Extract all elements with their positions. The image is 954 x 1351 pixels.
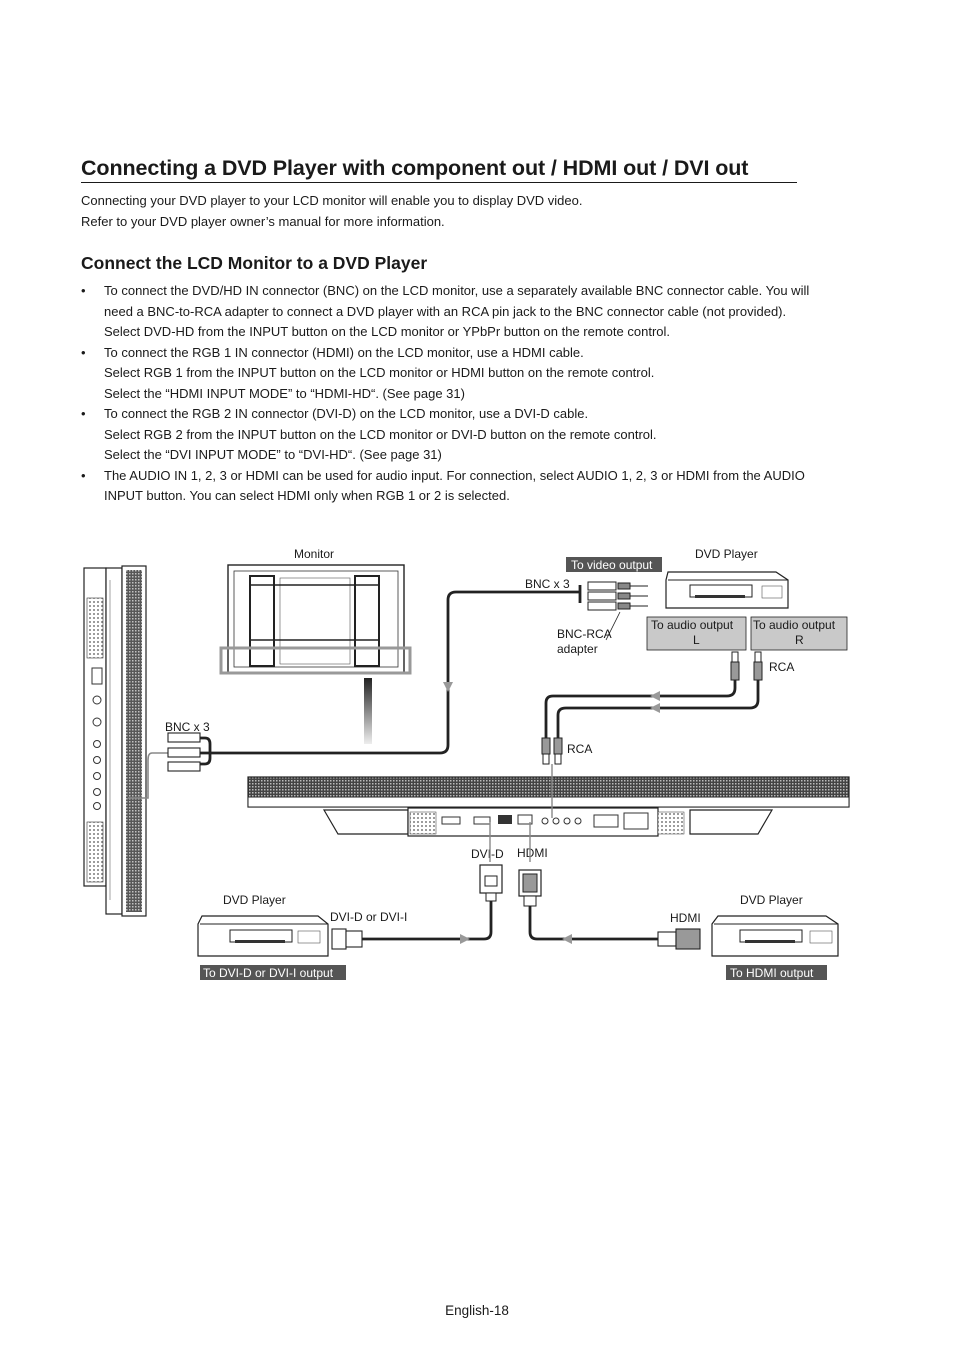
rca-label-top: RCA xyxy=(769,660,794,674)
list-item-line: Select RGB 2 from the INPUT button on th… xyxy=(104,426,657,442)
audio-output-l-label: L xyxy=(693,633,700,647)
list-item: • To connect the RGB 2 IN connector (DVI… xyxy=(81,404,871,466)
hdmi-cable xyxy=(528,906,658,941)
dvi-plug-left xyxy=(331,928,363,950)
page-number: English-18 xyxy=(445,1303,509,1318)
dvd-player-label: DVD Player xyxy=(740,893,803,907)
monitor-label: Monitor xyxy=(294,547,334,561)
page-title: Connecting a DVD Player with component o… xyxy=(81,156,797,183)
dvi-connector xyxy=(479,864,503,902)
list-item-line: To connect the RGB 2 IN connector (DVI-D… xyxy=(104,406,589,421)
list-item-line: Select the “DVI INPUT MODE” to “DVI-HD“.… xyxy=(104,447,442,462)
bullet-marker: • xyxy=(81,406,86,421)
arrow-marker xyxy=(562,934,572,944)
arrow-marker xyxy=(460,934,470,944)
list-item-line: To connect the RGB 1 IN connector (HDMI)… xyxy=(104,344,584,360)
rca-label-bottom: RCA xyxy=(567,742,592,756)
dvd-player-bottom-right xyxy=(711,915,839,957)
list-item-line: Select the “HDMI INPUT MODE” to “HDMI-HD… xyxy=(104,385,465,401)
hdmi-plug-right xyxy=(657,928,701,950)
monitor-rear-view xyxy=(219,564,412,744)
intro-text: Connecting your DVD player to your LCD m… xyxy=(81,191,582,232)
dvd-player-top xyxy=(665,571,789,609)
list-item-line: The AUDIO IN 1, 2, 3 or HDMI can be used… xyxy=(104,467,805,483)
bullet-marker: • xyxy=(81,283,86,298)
list-item-line: INPUT button. You can select HDMI only w… xyxy=(104,488,510,503)
dvd-player-label: DVD Player xyxy=(223,893,286,907)
bullet-marker: • xyxy=(81,467,86,483)
bnc-rca-adapter-label: BNC-RCA xyxy=(557,627,612,641)
arrow-marker xyxy=(650,691,660,701)
arrow-marker xyxy=(443,682,453,692)
audio-output-l-label: To audio output xyxy=(651,618,734,632)
bullet-marker: • xyxy=(81,344,86,360)
hdmi-port-label: HDMI xyxy=(517,846,548,860)
label-box xyxy=(566,557,662,572)
list-item-line: Select RGB 1 from the INPUT button on th… xyxy=(104,365,655,380)
connection-diagram: Monitor BNC x 3 xyxy=(83,547,850,980)
bnc-cable xyxy=(200,590,580,766)
intro-line: Refer to your DVD player owner’s manual … xyxy=(81,213,445,229)
section-heading: Connect the LCD Monitor to a DVD Player xyxy=(81,253,428,273)
bnc-label-left: BNC x 3 xyxy=(165,720,210,734)
dvi-output-label: To DVI-D or DVI-I output xyxy=(203,966,334,980)
bnc-connectors-right xyxy=(578,581,648,641)
hdmi-output-label: To HDMI output xyxy=(730,966,814,980)
list-item-line: need a BNC-to-RCA adapter to connect a D… xyxy=(104,303,787,319)
hdmi-cable-label: HDMI xyxy=(670,911,701,925)
label-box xyxy=(726,965,827,980)
list-item: • To connect the RGB 1 IN connector (HDM… xyxy=(81,343,871,405)
bnc-label-right: BNC x 3 xyxy=(525,577,570,591)
label-box xyxy=(750,616,848,651)
dvi-cable-label: DVI-D or DVI-I xyxy=(330,910,407,924)
audio-output-r-label: R xyxy=(795,633,804,647)
label-box xyxy=(646,616,747,651)
audio-output-r-label: To audio output xyxy=(753,618,836,632)
monitor-bottom-panel xyxy=(247,776,850,837)
rca-plugs xyxy=(541,651,763,818)
bnc-connectors-left xyxy=(167,732,201,772)
instruction-list: • To connect the DVD/HD IN connector (BN… xyxy=(81,281,871,507)
list-item-line: Select DVD-HD from the INPUT button on t… xyxy=(104,324,671,339)
video-output-label: To video output xyxy=(571,558,653,572)
list-item: • To connect the DVD/HD IN connector (BN… xyxy=(81,281,871,343)
dvd-player-label: DVD Player xyxy=(695,547,758,561)
intro-line: Connecting your DVD player to your LCD m… xyxy=(81,193,583,208)
monitor-side-view xyxy=(83,565,147,917)
bnc-rca-adapter-label: adapter xyxy=(557,642,598,656)
dvi-d-port-label: DVI-D xyxy=(471,847,504,861)
list-item: • The AUDIO IN 1, 2, 3 or HDMI can be us… xyxy=(81,466,871,507)
hdmi-connector xyxy=(518,869,542,907)
arrow-marker xyxy=(650,703,660,713)
list-item-line: To connect the DVD/HD IN connector (BNC)… xyxy=(104,283,810,298)
dvd-player-bottom-left xyxy=(197,915,329,957)
label-box xyxy=(200,965,346,980)
dvi-cable xyxy=(362,901,493,941)
